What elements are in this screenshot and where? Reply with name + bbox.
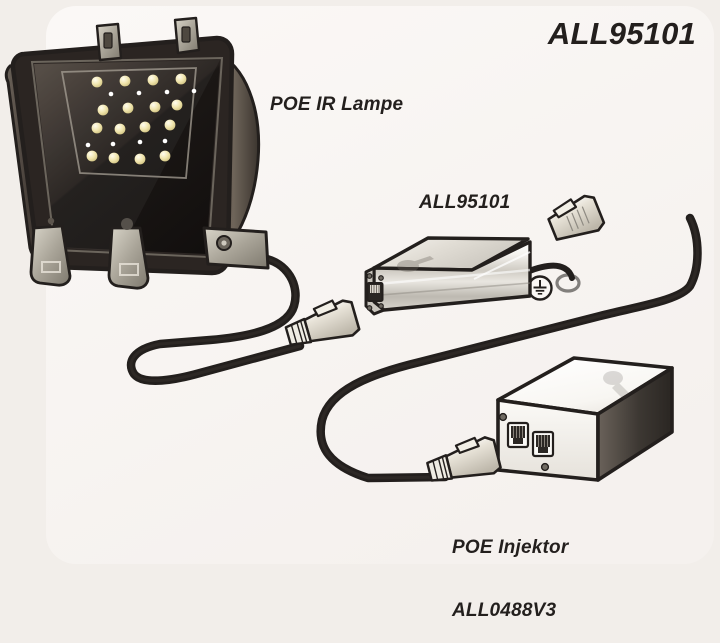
page-title: ALL95101 [547,16,696,51]
label-poe-ir-lamp: POE IR Lampe [270,94,404,115]
injector-side-face [596,366,674,482]
cable-midspan-to-injector [316,213,702,483]
lamp-top-bracket-left [95,22,123,62]
injector-screw-top [498,412,508,422]
lamp-foot-left [29,224,72,287]
label-poe-injector-line1: POE Injektor [452,536,569,558]
midspan-rj45-port [366,282,384,302]
lamp-top-bracket-right [173,16,201,55]
lamp-sensor-dot [47,217,55,225]
label-poe-injector: POE Injektor ALL0488V3 [452,494,568,643]
poe-injector [496,356,674,482]
rj45-plug-lamp-cable [284,299,361,346]
diagram-svg [4,6,714,564]
label-all95101-midspan: ALL95101 [419,192,511,213]
injector-rj45-port-1 [506,421,530,449]
midspan-endplate [364,266,386,316]
lamp-cable-gland [202,226,270,270]
injector-logo [603,371,630,400]
label-poe-injector-line2: ALL0488V3 [452,600,557,622]
cable-lamp-to-midspan [126,253,305,385]
ring-terminal [555,273,581,293]
all95101-midspan [364,236,532,316]
rj45-plug-injector-cable [426,436,502,482]
rj45-plug-midspan-out [547,194,606,241]
poe-ir-lamp [4,16,270,290]
injector-screw-bottom [540,462,550,472]
lamp-foot-right [107,226,150,290]
led-panel-frame [60,67,197,179]
midspan-logo [397,256,434,272]
injector-rj45-port-2 [531,430,555,458]
led-array [85,73,197,165]
protective-earth-icon [527,275,553,301]
lamp-foot-pivot [121,218,133,230]
diagram-canvas [4,6,714,564]
